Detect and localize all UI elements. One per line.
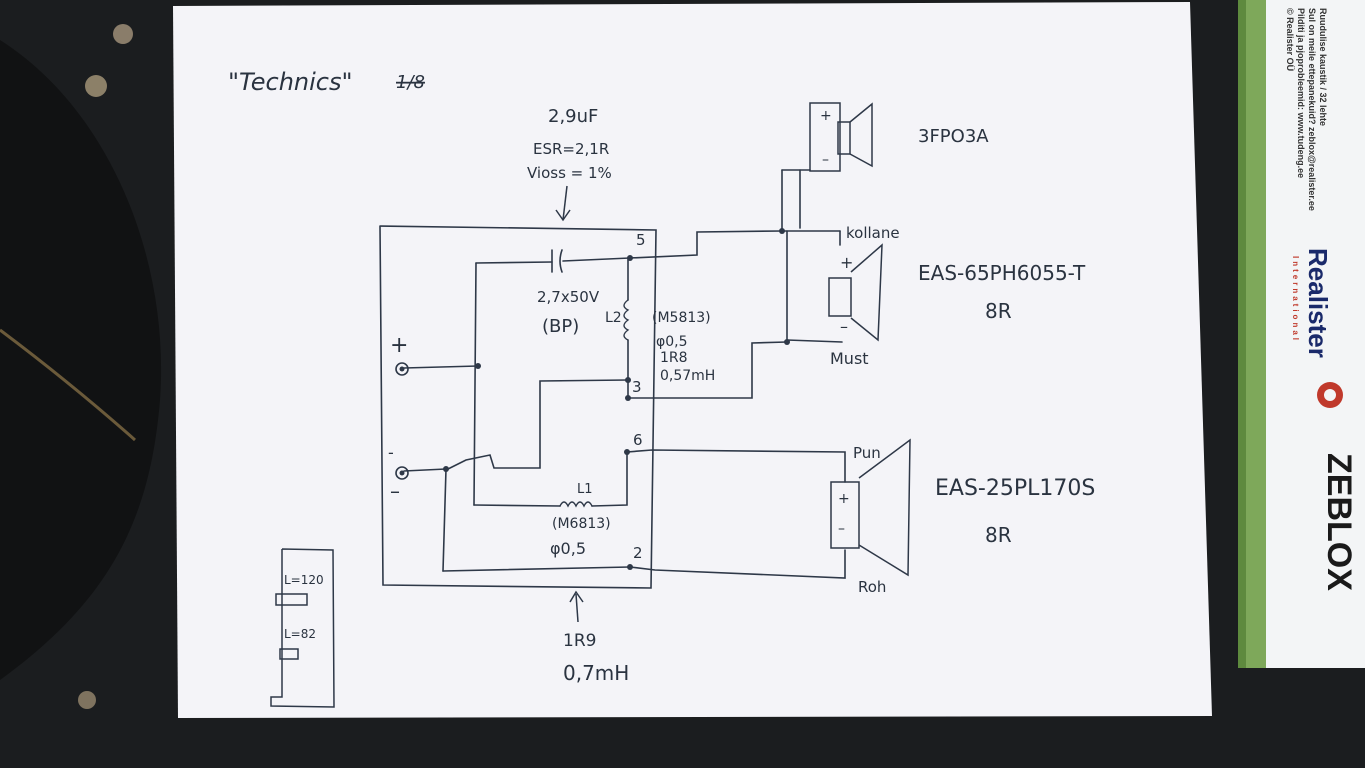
plus-label: + xyxy=(390,333,408,358)
box-brand-sub: International xyxy=(1291,256,1300,343)
cap-top-value: 2,9uF xyxy=(548,106,598,127)
side-sketch xyxy=(270,548,335,708)
l1-name: L1 xyxy=(577,482,593,497)
l1-wire: φ0,5 xyxy=(550,539,586,558)
pin-6: 6 xyxy=(633,431,643,449)
midrange-impedance: 8R xyxy=(985,299,1012,323)
woofer-plus: + xyxy=(838,491,850,507)
box-print: Ruudulise kaustik / 32 lehte Sul on meil… xyxy=(1285,8,1358,591)
cap-inner-type: (BP) xyxy=(542,316,579,337)
annotation-arrows xyxy=(555,185,584,623)
pin-3: 3 xyxy=(632,378,642,396)
midrange-model: EAS-65PH6055-T xyxy=(918,261,1086,285)
minus-terminal-icon xyxy=(395,466,409,480)
woofer-model: EAS-25PL170S xyxy=(935,476,1095,501)
tweeter-plus: + xyxy=(820,108,832,124)
plus-terminal-icon xyxy=(395,362,409,376)
woofer-impedance: 8R xyxy=(985,523,1012,547)
box-line-4: © Realister OÜ xyxy=(1285,8,1295,71)
junction-dots xyxy=(443,228,790,570)
title: "Technics" xyxy=(228,68,353,96)
pin-2: 2 xyxy=(633,544,643,562)
woofer-wire-bottom: Roh xyxy=(858,578,886,596)
mid-plus: + xyxy=(840,253,853,272)
screw-hole xyxy=(113,24,133,44)
tweeter-minus: – xyxy=(822,152,829,168)
cap-top-loss: Vioss = 1% xyxy=(527,164,612,182)
title-struck: 1/8 xyxy=(396,72,425,93)
side-label-2: L=82 xyxy=(284,627,316,641)
woofer-speaker-icon xyxy=(830,438,911,577)
minus-mark: - xyxy=(388,443,394,462)
l2-name: L2 xyxy=(605,310,622,326)
box-line-1: Ruudulise kaustik / 32 lehte xyxy=(1318,8,1328,126)
minus-label: – xyxy=(390,479,400,503)
screw-hole xyxy=(85,75,107,97)
side-label-1: L=120 xyxy=(284,573,324,587)
bottom-inductance: 0,7mH xyxy=(563,661,629,685)
notebook-box xyxy=(1238,0,1365,668)
box-line-2: Sul on meile ettepanekuid? zeblox@realis… xyxy=(1307,8,1317,211)
pin-5: 5 xyxy=(636,231,646,249)
woofer-minus: – xyxy=(838,521,845,537)
woofer-wire-top: Pun xyxy=(853,444,881,462)
cap-top-esr: ESR=2,1R xyxy=(533,140,609,158)
schematic-wires xyxy=(379,169,846,589)
speaker-cutout xyxy=(0,40,162,680)
box-product: ZEBLOX xyxy=(1320,453,1358,591)
screw-hole xyxy=(78,691,96,709)
l1-part: (M6813) xyxy=(552,516,611,532)
tweeter-icon xyxy=(809,102,873,172)
l2-inductance: 0,57mH xyxy=(660,368,715,384)
l2-wire: φ0,5 xyxy=(656,334,688,350)
box-brand: Realister xyxy=(1303,248,1333,358)
mid-minus: – xyxy=(840,317,848,336)
mid-wire-bottom: Must xyxy=(830,349,869,368)
l2-resistance: 1R8 xyxy=(660,350,688,366)
cap-inner-value: 2,7x50V xyxy=(537,288,600,306)
cable xyxy=(0,328,136,442)
paper-sheet xyxy=(173,2,1212,718)
box-line-3: Pilditi ja pjoprobleemid: www.tudeng.ee xyxy=(1296,8,1306,178)
l2-part: (M5813) xyxy=(652,310,711,326)
midrange-speaker-icon xyxy=(828,243,883,342)
tweeter-model: 3FPO3A xyxy=(918,126,989,147)
mid-wire-top: kollane xyxy=(846,224,900,242)
crossover-board xyxy=(379,225,657,589)
bottom-resistance: 1R9 xyxy=(563,631,596,651)
